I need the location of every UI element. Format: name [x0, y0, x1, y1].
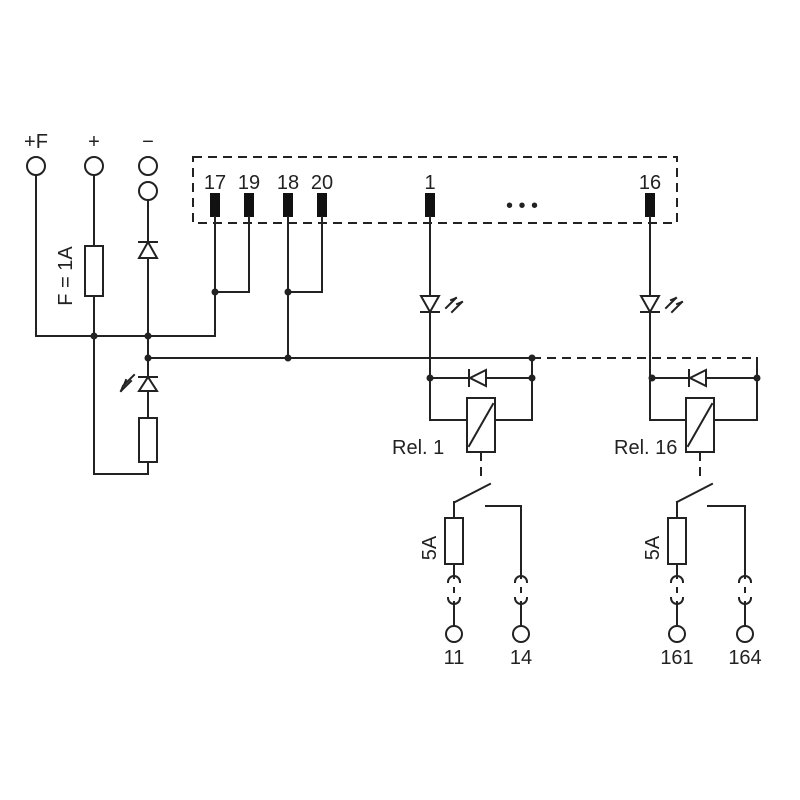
pin-ellipsis: • • • [506, 195, 538, 217]
terminal-14 [512, 625, 530, 643]
terminal-161 [668, 625, 686, 643]
pin-label-17: 17 [204, 172, 226, 194]
relay-1-led-light-icon [444, 296, 464, 314]
terminal-minus-b [138, 181, 158, 201]
relay-channel-1: Rel. 1 5A 11 14 [392, 216, 536, 669]
relay-16-fuse-label: 5A [642, 535, 664, 560]
pin-label-1: 1 [424, 172, 435, 194]
pin-19 [244, 193, 254, 217]
relay-channel-16: Rel. 16 5A 161 164 [614, 216, 762, 669]
terminal-label-11: 11 [444, 647, 465, 669]
relay-1-led [419, 295, 441, 315]
relay-1-fuse-label: 5A [419, 535, 441, 560]
main-fuse-label: F = 1A [55, 246, 77, 306]
wire-pins-18-20 [287, 216, 323, 359]
relay-16-freewheel-diode [687, 368, 707, 388]
pin-1 [425, 193, 435, 217]
relay-16-led-light-icon [664, 296, 684, 314]
supply-led [137, 375, 159, 392]
relay-16-label: Rel. 16 [614, 437, 677, 459]
relay-1-label: Rel. 1 [392, 437, 444, 459]
relay-1-contact-fuse [444, 517, 464, 565]
terminal-label-164: 164 [728, 647, 761, 669]
pin-label-19: 19 [238, 172, 260, 194]
pin-label-20: 20 [311, 172, 333, 194]
pin-label-18: 18 [277, 172, 299, 194]
label-plus: + [88, 131, 100, 153]
supply-resistor [138, 417, 158, 463]
terminal-label-161: 161 [660, 647, 693, 669]
supply-led-light-icon [119, 373, 136, 393]
reverse-polarity-diode [137, 239, 159, 259]
terminal-minus-a [138, 156, 158, 176]
wire-plus-bottom [93, 295, 149, 475]
relay-16-contact-fuse [667, 517, 687, 565]
relay-16-contact [675, 482, 714, 504]
connector-frame [192, 156, 678, 224]
label-minus: − [142, 131, 154, 153]
terminal-11 [445, 625, 463, 643]
terminal-plus [84, 156, 104, 176]
terminal-label-14: 14 [510, 647, 532, 669]
main-fuse [84, 245, 104, 297]
relay-1-freewheel-diode [467, 368, 487, 388]
pin-16 [645, 193, 655, 217]
relay-1-contact [453, 482, 492, 504]
pin-17 [210, 193, 220, 217]
pin-label-16: 16 [639, 172, 661, 194]
terminal-plus-f [26, 156, 46, 176]
relay-16-led [639, 295, 661, 315]
pin-20 [317, 193, 327, 217]
label-plus-f: +F [24, 131, 48, 153]
terminal-164 [736, 625, 754, 643]
wire-pins-17-19 [214, 216, 250, 293]
pin-18 [283, 193, 293, 217]
